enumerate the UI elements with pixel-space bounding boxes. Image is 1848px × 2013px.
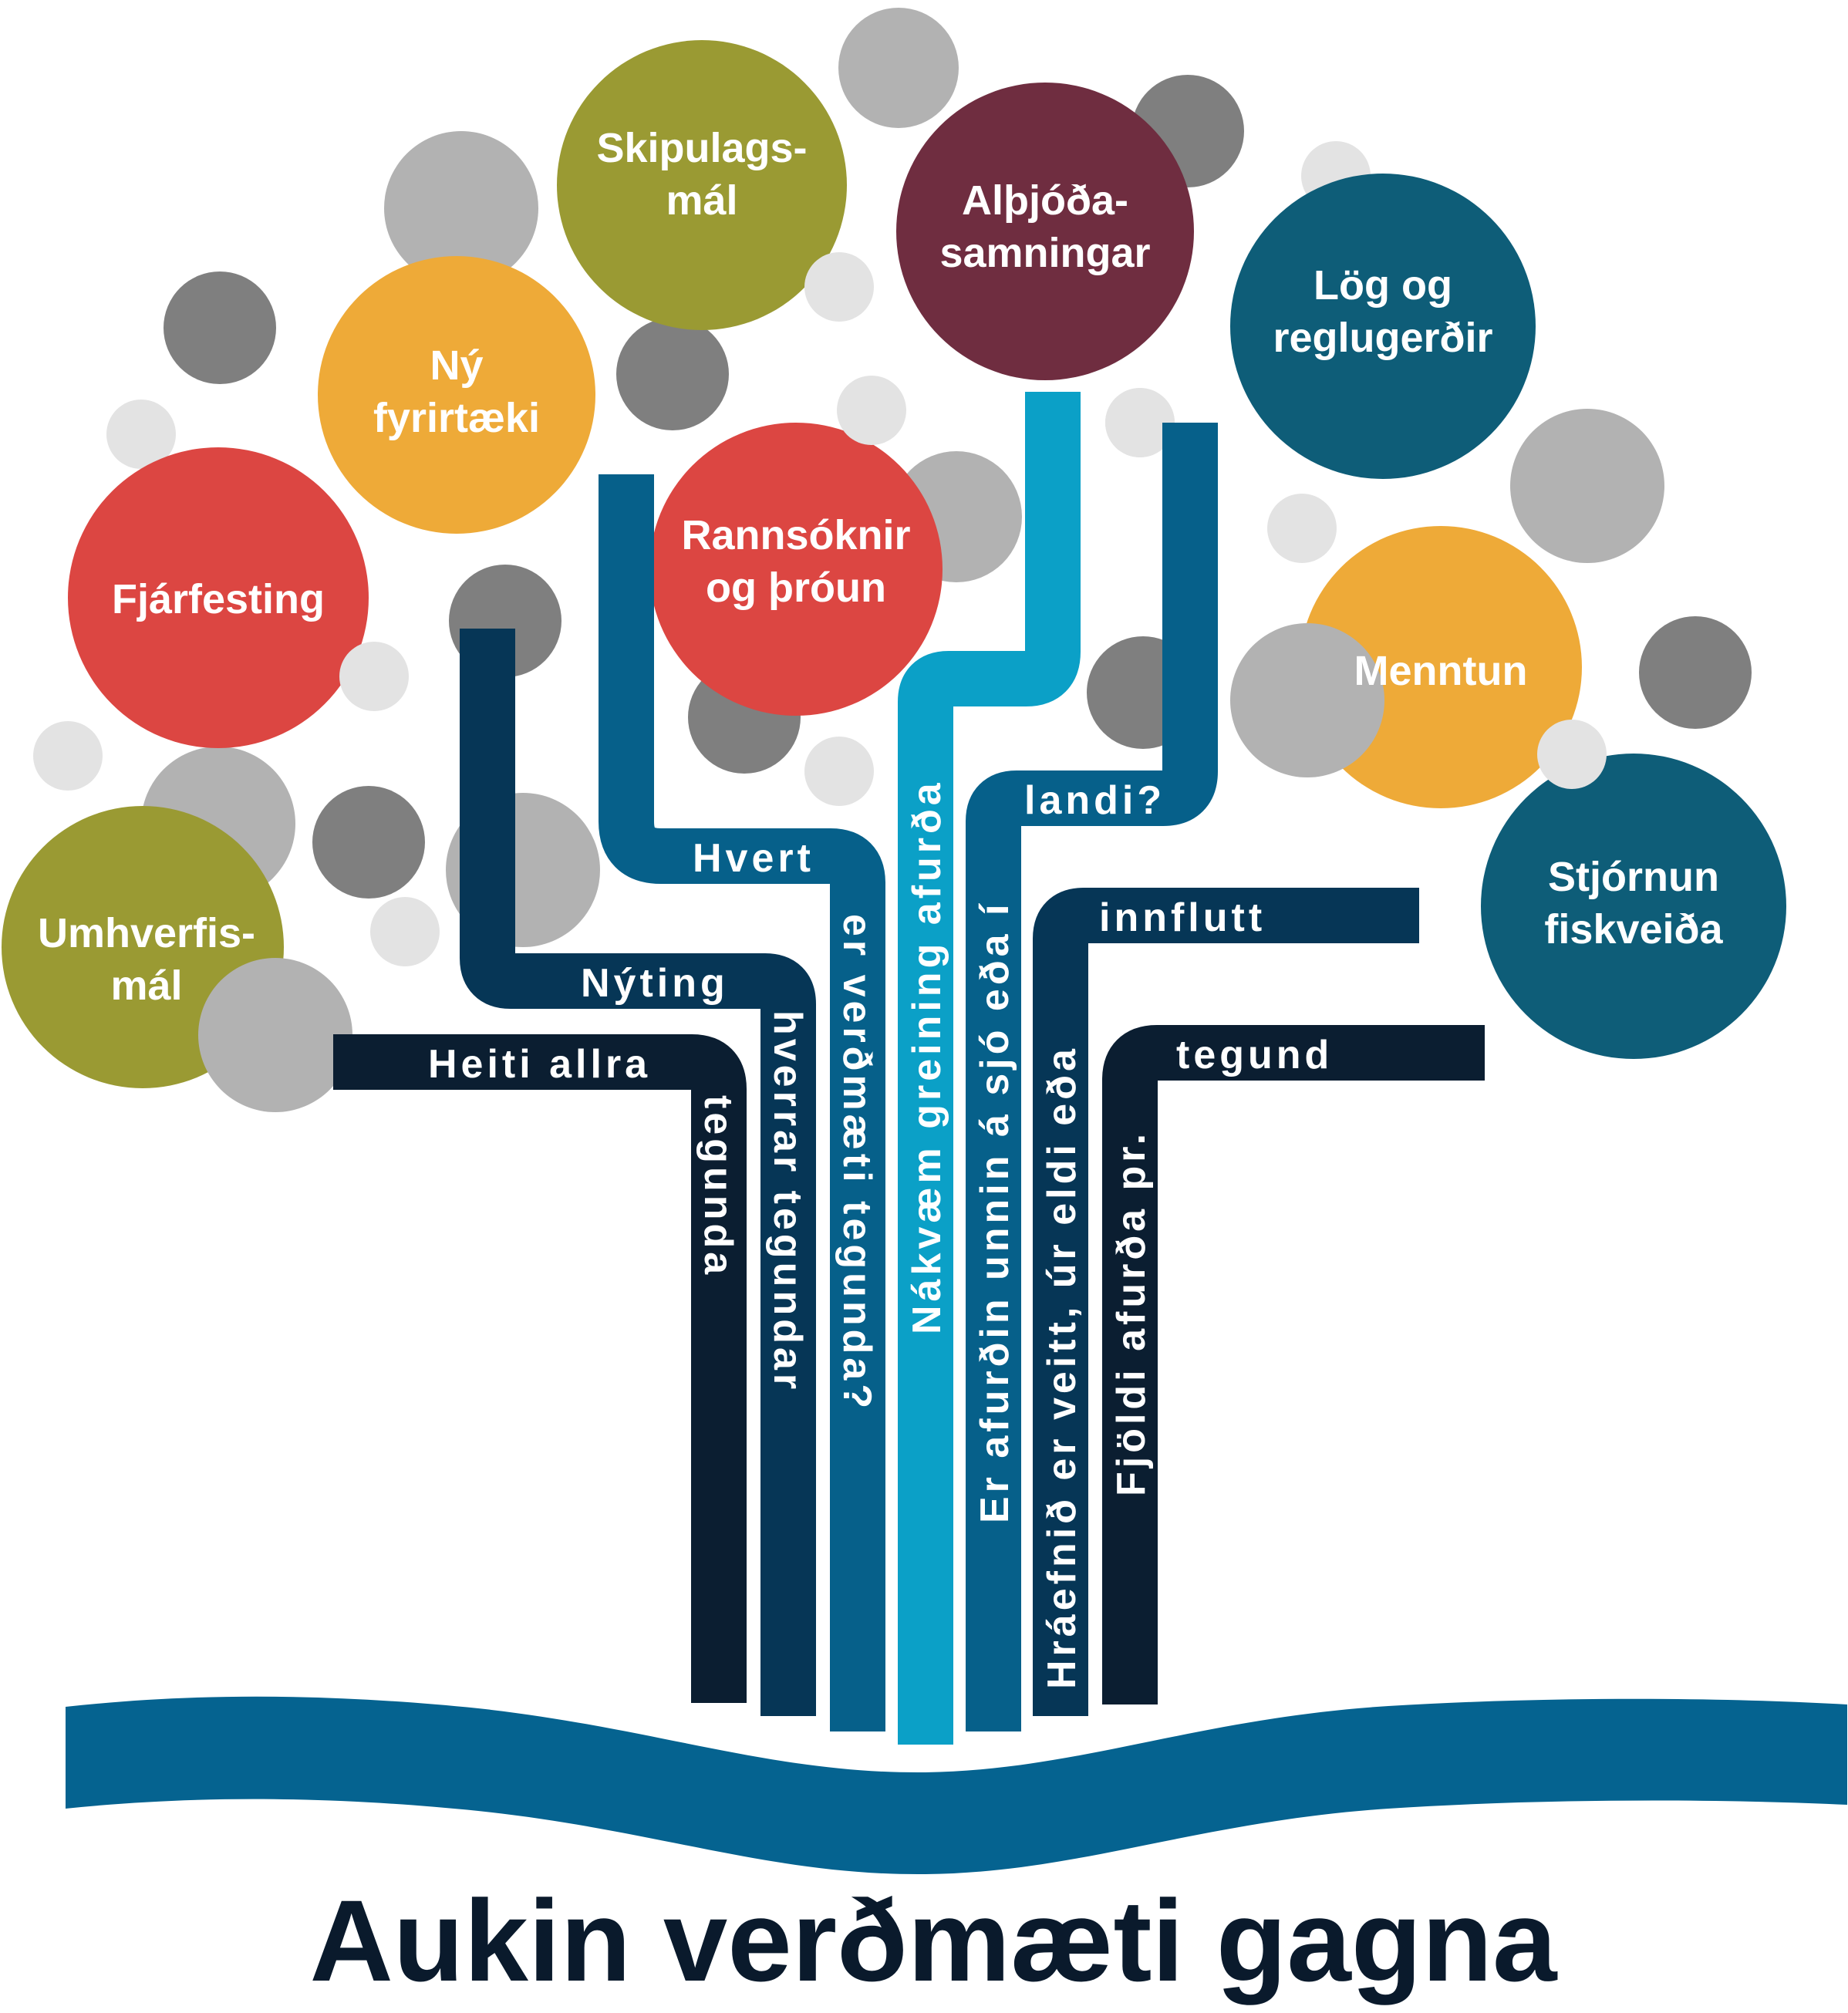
bubble xyxy=(198,958,352,1112)
bubble xyxy=(804,737,874,806)
topic-circles xyxy=(2,40,1786,1088)
log-circle xyxy=(1230,174,1536,479)
branch-hraefnid-vertical: Hráefnið er veitt, úr eldi eða xyxy=(1040,1045,1084,1689)
bubble xyxy=(384,131,538,285)
bubble xyxy=(106,400,176,469)
bubble xyxy=(1267,494,1337,563)
bubble xyxy=(1230,623,1384,777)
ny-fyrirtaeki-label-line2: fyrirtæki xyxy=(373,395,540,441)
skipulagsmal-label-line1: Skipulags- xyxy=(596,125,807,171)
branch-hvert xyxy=(599,474,885,1731)
skipulagsmal-label-line2: mál xyxy=(666,177,737,224)
skipulagsmal-circle xyxy=(557,40,847,330)
fjarfesting-circle xyxy=(68,447,369,748)
ny-fyrirtaeki-circle xyxy=(318,256,595,534)
rannsoknir-label-line1: Rannsóknir xyxy=(681,512,910,558)
branch-fjoldi-horizontal: tegund xyxy=(1176,1033,1333,1077)
branch-heiti-horizontal: Heiti allra xyxy=(428,1042,651,1087)
branch-nyting-vertical: hverrar tegundar xyxy=(765,1010,810,1393)
rannsoknir-label-line2: og þróun xyxy=(706,565,886,611)
stjornun-label-line2: fiskveiða xyxy=(1544,906,1723,953)
althjodasamningar-label-line1: Alþjóða- xyxy=(962,177,1128,224)
branch-fjoldi-vertical: Fjöldi afurða pr. xyxy=(1109,1130,1154,1496)
althjodasamningar-circle xyxy=(896,83,1194,380)
fjarfesting-label: Fjárfesting xyxy=(112,576,325,622)
bubble xyxy=(312,786,425,899)
bubble xyxy=(1510,409,1664,563)
bubble xyxy=(33,721,103,791)
bubble xyxy=(164,271,276,384)
tree-branches xyxy=(333,392,1485,1745)
branch-nyting xyxy=(460,629,816,1716)
bubble xyxy=(1639,616,1752,729)
branch-hvert-vertical: er verðmæti tegunda? xyxy=(835,914,879,1412)
ny-fyrirtaeki-label-line1: Ný xyxy=(430,342,483,389)
sea-wave xyxy=(66,1696,1847,1875)
branch-afurdin xyxy=(966,423,1218,1731)
umhverfismal-label-line2: mál xyxy=(110,963,182,1009)
branch-hraefnid-horizontal: innflutt xyxy=(1099,895,1266,940)
stjornun-label-line1: Stjórnun xyxy=(1548,854,1719,900)
branch-labels: Heiti allra tegunda Nýting hverrar tegun… xyxy=(428,778,1333,1689)
rannsoknir-circle xyxy=(649,423,943,716)
bubble xyxy=(838,8,959,128)
althjodasamningar-label-line2: samningar xyxy=(939,230,1150,276)
stjornun-circle xyxy=(1481,754,1786,1059)
bubble xyxy=(370,897,440,966)
branch-nyting-horizontal: Nýting xyxy=(581,961,729,1006)
bubble xyxy=(1105,388,1175,457)
branch-nakvaem xyxy=(898,392,1081,1745)
branch-hvert-horizontal: Hvert xyxy=(693,836,814,881)
bubble xyxy=(804,252,874,322)
branch-afurdin-vertical: Er afurðin unnin á sjó eða í xyxy=(973,901,1017,1523)
topic-labels: Skipulags- mál Alþjóða- samningar Lög og… xyxy=(38,125,1724,1009)
umhverfismal-label-line1: Umhverfis- xyxy=(38,910,255,956)
bubble xyxy=(1537,720,1607,789)
branch-nakvaem-vertical: Nákvæm greining afurða xyxy=(905,779,949,1334)
log-label-line2: reglugerðir xyxy=(1273,315,1492,361)
branch-afurdin-horizontal: landi? xyxy=(1024,778,1165,823)
branch-heiti xyxy=(333,1034,747,1703)
bubble xyxy=(616,318,729,430)
bubble xyxy=(837,376,906,445)
page-title: Aukin verðmæti gagna xyxy=(310,1876,1559,2005)
bubble xyxy=(339,642,409,711)
branch-fjoldi xyxy=(1102,1025,1485,1704)
log-label-line1: Lög og xyxy=(1313,262,1452,309)
branch-hraefnid xyxy=(1033,888,1419,1716)
menntun-label: Menntun xyxy=(1354,648,1528,694)
branch-heiti-vertical: tegunda xyxy=(696,1095,740,1278)
